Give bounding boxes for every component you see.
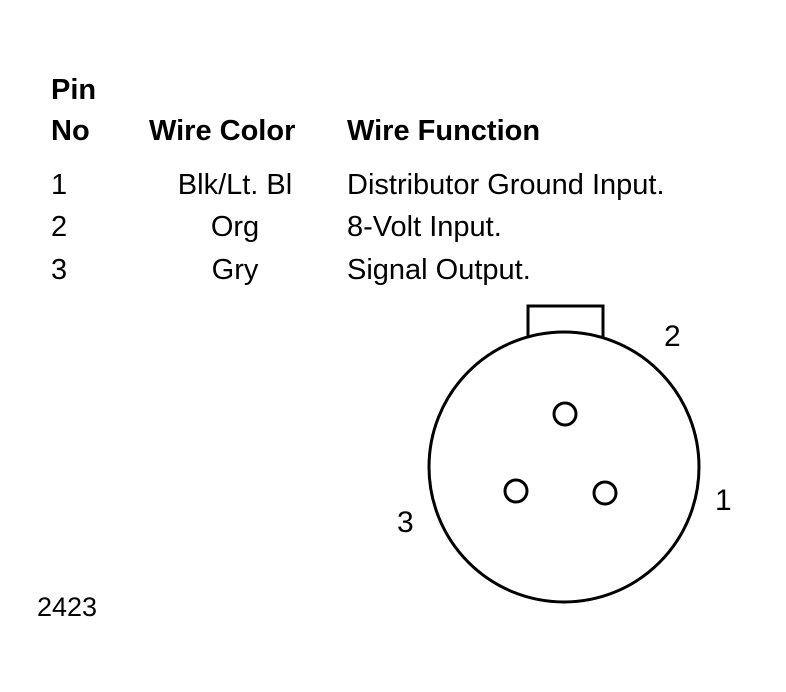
row-2-pin: 2	[51, 211, 68, 243]
header-no: No	[51, 115, 90, 147]
row-3-function: Signal Output.	[347, 254, 531, 286]
row-3-color: Gry	[211, 254, 259, 286]
pin-label-1: 1	[715, 484, 732, 517]
pin-label-3: 3	[397, 506, 414, 539]
connector-body	[427, 330, 701, 604]
figure-number: 2423	[37, 592, 98, 622]
row-3-pin: 3	[51, 254, 68, 286]
row-2-function: 8-Volt Input.	[347, 211, 502, 243]
header-wire-color: Wire Color	[149, 115, 296, 147]
connector-key-tab	[526, 304, 605, 334]
header-wire-function: Wire Function	[347, 115, 541, 147]
pin-label-2: 2	[664, 320, 681, 353]
pin-socket-top	[552, 401, 578, 427]
row-2-color: Org	[210, 211, 260, 243]
row-1-color: Blk/Lt. Bl	[177, 169, 293, 201]
pin-socket-right	[592, 480, 618, 506]
pin-socket-left	[503, 478, 529, 504]
header-pin: Pin	[51, 74, 97, 106]
row-1-pin: 1	[51, 169, 68, 201]
row-1-function: Distributor Ground Input.	[347, 169, 665, 201]
